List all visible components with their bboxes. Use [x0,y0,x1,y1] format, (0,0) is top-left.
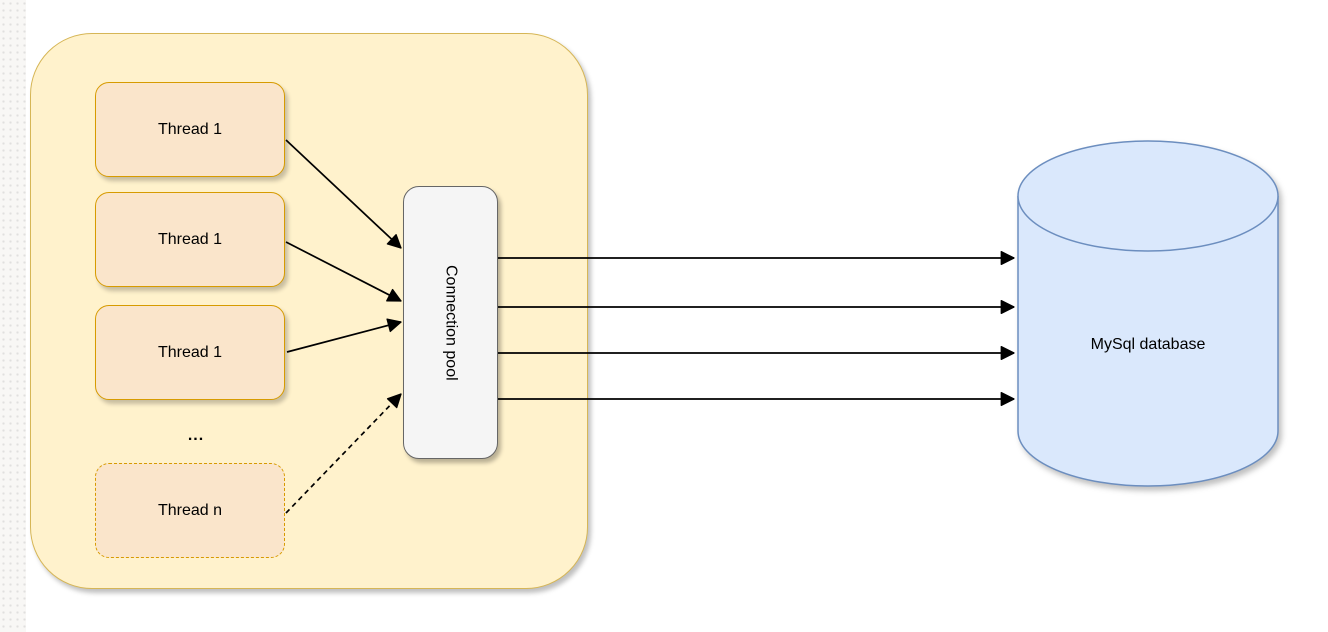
thread-node-1-label: Thread 1 [157,120,223,138]
thread-node-3-label: Thread 1 [157,343,223,361]
canvas-edge-strip [0,0,26,632]
database-label: MySql database [1090,336,1206,353]
mysql-database-cylinder [1017,140,1279,487]
thread-node-3: Thread 1 [95,305,285,400]
thread-node-n-label: Thread n [157,501,223,519]
thread-node-2-label: Thread 1 [157,230,223,248]
connection-pool-node: Connection pool [403,186,498,459]
connection-pool-label: Connection pool [442,264,460,381]
thread-node-2: Thread 1 [95,192,285,287]
cylinder-top [1017,140,1279,252]
thread-ellipsis: ... [187,427,205,444]
thread-node-1: Thread 1 [95,82,285,177]
thread-node-n: Thread n [95,463,285,558]
